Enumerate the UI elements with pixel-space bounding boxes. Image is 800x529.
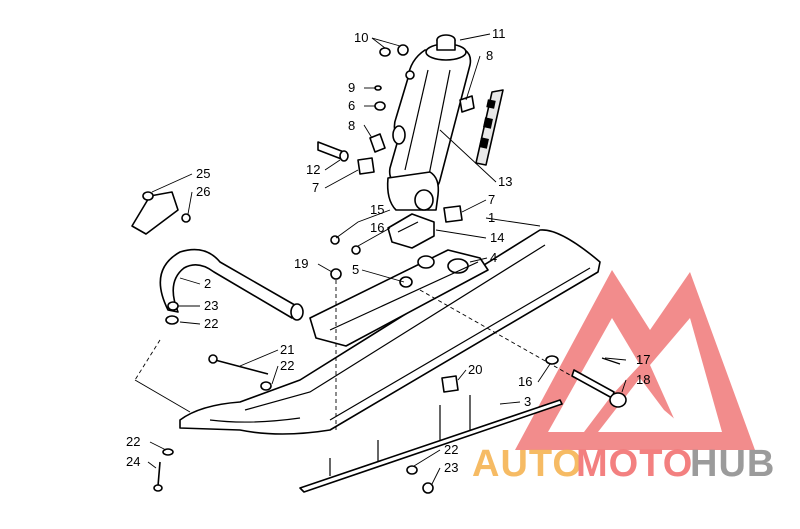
watermark-auto: AUTO — [472, 443, 583, 485]
callout-3: 3 — [524, 394, 531, 409]
callout-12: 12 — [306, 162, 320, 177]
callout-13: 13 — [498, 174, 512, 189]
callout-23-upper: 23 — [204, 298, 218, 313]
callout-23-lower: 23 — [444, 460, 458, 475]
spindle-bolt — [545, 355, 627, 408]
callout-10: 10 — [354, 30, 368, 45]
callout-19: 19 — [294, 256, 308, 271]
callout-16-upper: 16 — [370, 220, 384, 235]
callout-7-left: 7 — [312, 180, 319, 195]
hardware-lower — [330, 235, 434, 494]
callout-8-lower: 8 — [348, 118, 355, 133]
callout-8-upper: 8 — [486, 48, 493, 63]
wear-bar-bolt — [153, 448, 174, 492]
ski-loop — [159, 248, 304, 325]
watermark-hub: HUB — [690, 443, 775, 485]
callout-18: 18 — [636, 372, 650, 387]
callout-6: 6 — [348, 98, 355, 113]
callout-15: 15 — [370, 202, 384, 217]
watermark-moto: MOTO — [576, 443, 693, 485]
callout-14: 14 — [490, 230, 504, 245]
ski-body — [179, 229, 601, 435]
ski-loop-bracket — [131, 191, 191, 235]
assembly-centerlines — [134, 280, 571, 430]
callout-2: 2 — [204, 276, 211, 291]
callout-11: 11 — [492, 26, 506, 41]
callout-9: 9 — [348, 80, 355, 95]
callout-26: 26 — [196, 184, 210, 199]
spacer-block — [387, 213, 435, 249]
wear-bar — [299, 395, 563, 493]
callout-24: 24 — [126, 454, 140, 469]
callout-17: 17 — [636, 352, 650, 367]
callout-16-lower: 16 — [518, 374, 532, 389]
callout-7-right: 7 — [488, 192, 495, 207]
callout-1: 1 — [488, 210, 495, 225]
callout-22-upper: 22 — [204, 316, 218, 331]
loop-bolt — [208, 354, 272, 391]
decal-strip — [475, 89, 504, 166]
ski-saddle — [309, 249, 489, 347]
callout-20: 20 — [468, 362, 482, 377]
ski-bushing — [441, 375, 459, 393]
callout-labels: 10 11 8 9 6 8 12 7 13 7 1 15 16 14 25 26… — [126, 26, 650, 475]
watermark-logo-icon — [515, 270, 755, 450]
callout-22-lower: 22 — [444, 442, 458, 457]
callout-22-mid: 22 — [280, 358, 294, 373]
hardware-upper — [317, 44, 475, 223]
callout-21: 21 — [280, 342, 294, 357]
callout-4: 4 — [490, 250, 497, 265]
steering-post — [386, 34, 472, 211]
watermark-text: AUTO MOTO HUB — [472, 443, 775, 485]
leader-lines — [147, 33, 627, 485]
callout-25: 25 — [196, 166, 210, 181]
callout-5: 5 — [352, 262, 359, 277]
callout-22-left: 22 — [126, 434, 140, 449]
